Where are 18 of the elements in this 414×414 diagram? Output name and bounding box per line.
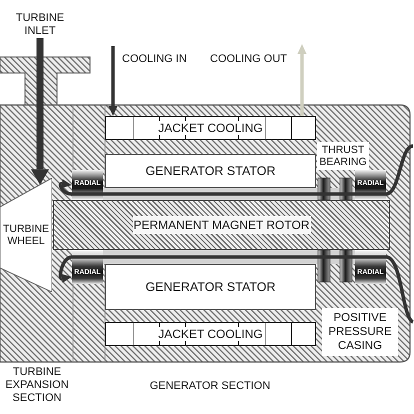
generator-stator: GENERATOR STATOR [105, 154, 316, 188]
flow-arrow [297, 44, 307, 116]
generator-stator: GENERATOR STATOR [105, 264, 316, 310]
turbine-wheel: TURBINE WHEEL [0, 178, 52, 292]
flow-arrow [58, 255, 414, 324]
part-label: THRUST BEARING [317, 142, 369, 170]
part-label: POSITIVE PRESSURE CASING [322, 308, 398, 356]
section-label: GENERATOR SECTION [148, 380, 272, 393]
flow-arrow [30, 38, 50, 185]
callout-label: TURBINE INLET [12, 12, 68, 38]
arrow-label: COOLING IN [122, 53, 187, 66]
section-label: TURBINE EXPANSION SECTION [4, 366, 70, 405]
cooling-jacket: JACKET COOLING [105, 116, 316, 140]
arrow-label: COOLING OUT [210, 53, 288, 66]
magnet-rotor: PERMANENT MAGNET ROTOR [53, 200, 390, 250]
flow-arrow [59, 144, 414, 196]
cooling-jacket: JACKET COOLING [105, 322, 316, 346]
flow-arrow [108, 46, 118, 116]
